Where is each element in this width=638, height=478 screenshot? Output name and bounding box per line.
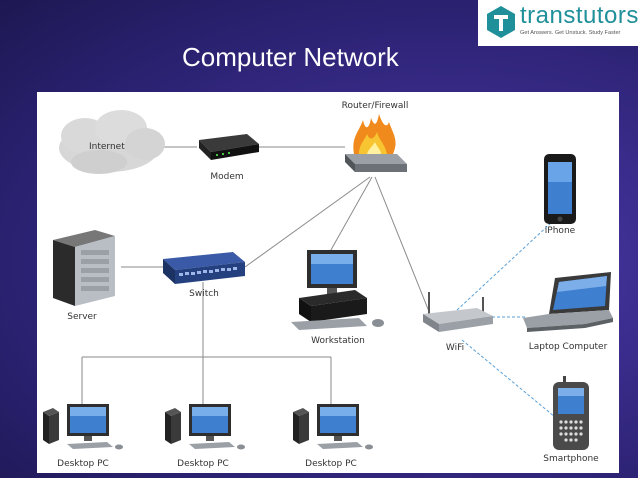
label-desktop-pc-3: Desktop PC — [305, 459, 357, 469]
link-workstation-router — [326, 176, 373, 258]
label-router-firewall: Router/Firewall — [341, 101, 409, 111]
iphone-icon — [544, 154, 576, 224]
label-server: Server — [67, 312, 97, 322]
link-router-wifi — [374, 176, 431, 315]
router-firewall-icon — [345, 114, 407, 172]
wifi-router-icon — [423, 292, 493, 332]
label-modem: Modem — [210, 172, 244, 182]
brand-tagline: Get Answers. Get Unstuck. Study Faster — [520, 30, 621, 36]
internet-cloud-icon — [59, 110, 165, 174]
slide-title: Computer Network — [182, 42, 399, 72]
desktop-pc-2-icon — [165, 404, 245, 450]
desktop-pc-1-icon — [43, 404, 123, 450]
label-desktop-pc-2: Desktop PC — [177, 459, 229, 469]
brand-logo: transtutors Get Answers. Get Unstuck. St… — [478, 0, 638, 46]
switch-icon — [163, 252, 245, 284]
label-switch: Switch — [189, 289, 219, 299]
label-internet: Internet — [89, 142, 125, 152]
server-icon — [53, 230, 115, 306]
wireless-links — [456, 221, 556, 418]
network-diagram: Internet Modem Router/Firewall iPhone Se… — [37, 92, 619, 473]
link-wifi-smartphone — [461, 339, 556, 418]
diagram-canvas — [43, 110, 613, 450]
smartphone-icon — [553, 376, 589, 450]
link-wifi-iphone — [456, 221, 553, 311]
workstation-icon — [291, 250, 384, 330]
brand-name: transtutors — [520, 2, 638, 29]
label-smartphone: Smartphone — [543, 454, 599, 464]
label-iphone: iPhone — [544, 226, 576, 236]
label-desktop-pc-1: Desktop PC — [57, 459, 109, 469]
label-workstation: Workstation — [311, 336, 365, 346]
modem-icon — [199, 134, 259, 160]
label-wifi: WiFi — [445, 343, 465, 353]
link-switch-router — [244, 176, 371, 268]
wired-links — [81, 146, 431, 407]
label-laptop-computer: Laptop Computer — [528, 342, 608, 352]
laptop-icon — [523, 272, 613, 332]
transtutors-logo-icon — [487, 6, 515, 38]
desktop-pc-3-icon — [293, 404, 373, 450]
